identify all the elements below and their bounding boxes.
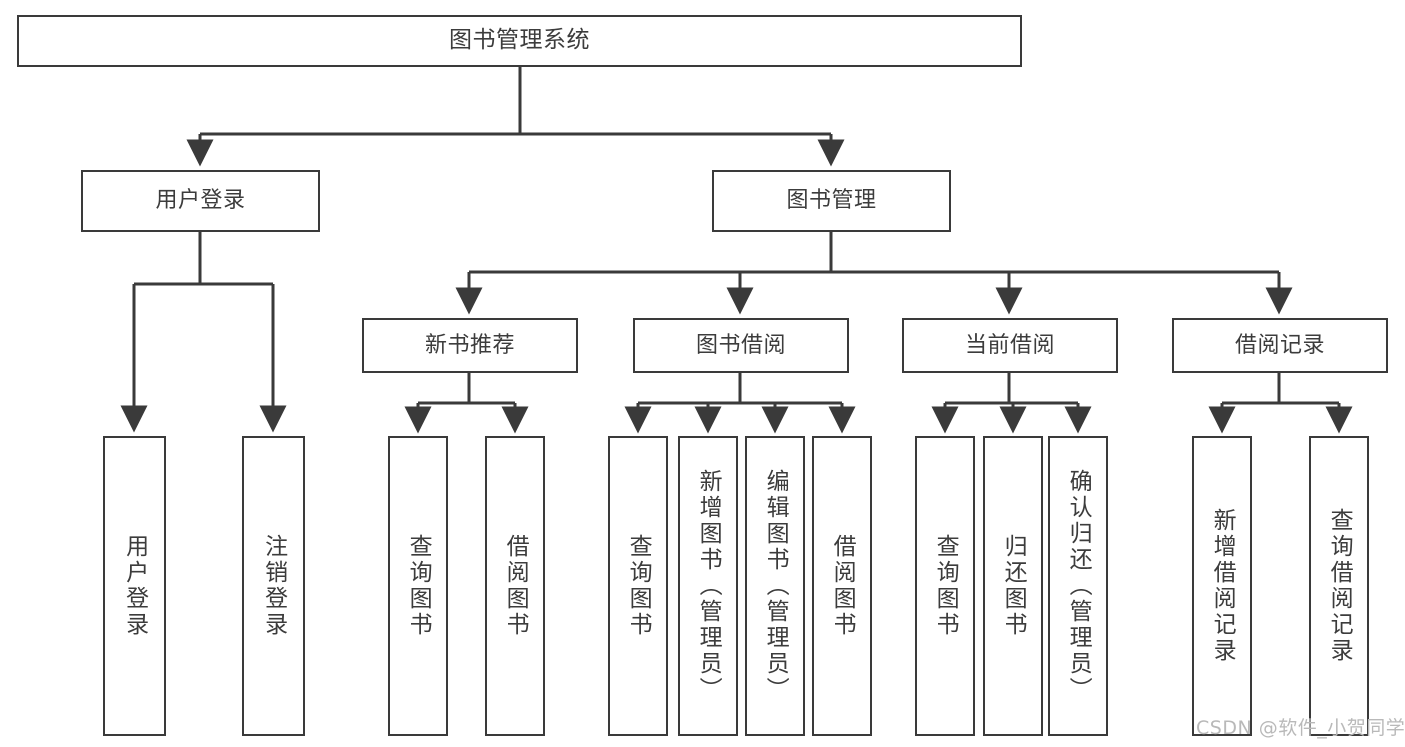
node-borrow-record[interactable]: 借阅记录: [1172, 318, 1388, 373]
node-leaf-confirm-return[interactable]: 确认归还（管理员）: [1048, 436, 1108, 736]
node-current-borrow-label: 当前借阅: [964, 332, 1055, 358]
node-leaf-add-record-label: 新增借阅记录: [1209, 508, 1236, 664]
node-new-book-recommend-label: 新书推荐: [424, 332, 515, 358]
node-leaf-query-record[interactable]: 查询借阅记录: [1309, 436, 1369, 736]
node-leaf-borrow-book-2-label: 借阅图书: [829, 534, 856, 638]
node-root-label: 图书管理系统: [449, 27, 590, 54]
node-leaf-return-book[interactable]: 归还图书: [983, 436, 1043, 736]
node-leaf-query-book-3-label: 查询图书: [932, 534, 959, 638]
node-leaf-add-record[interactable]: 新增借阅记录: [1192, 436, 1252, 736]
node-root[interactable]: 图书管理系统: [17, 15, 1022, 67]
node-new-book-recommend[interactable]: 新书推荐: [362, 318, 578, 373]
node-leaf-logout[interactable]: 注销登录: [242, 436, 305, 736]
node-leaf-query-book-2[interactable]: 查询图书: [608, 436, 668, 736]
node-leaf-confirm-return-label: 确认归还（管理员）: [1065, 469, 1092, 703]
node-leaf-borrow-book-1-label: 借阅图书: [502, 534, 529, 638]
node-leaf-query-book-1[interactable]: 查询图书: [388, 436, 448, 736]
node-leaf-user-login-label: 用户登录: [121, 534, 148, 638]
node-leaf-query-book-1-label: 查询图书: [405, 534, 432, 638]
node-book-management-label: 图书管理: [786, 188, 877, 214]
node-book-borrow-label: 图书借阅: [695, 332, 786, 358]
node-leaf-query-record-label: 查询借阅记录: [1326, 508, 1353, 664]
node-leaf-add-book[interactable]: 新增图书（管理员）: [678, 436, 738, 736]
node-leaf-logout-label: 注销登录: [260, 534, 287, 638]
node-leaf-borrow-book-1[interactable]: 借阅图书: [485, 436, 545, 736]
node-book-management[interactable]: 图书管理: [712, 170, 951, 232]
node-leaf-query-book-3[interactable]: 查询图书: [915, 436, 975, 736]
node-leaf-edit-book-label: 编辑图书（管理员）: [762, 469, 789, 703]
node-leaf-borrow-book-2[interactable]: 借阅图书: [812, 436, 872, 736]
watermark-text: CSDN @软件_小贺同学: [1196, 717, 1405, 739]
node-book-borrow[interactable]: 图书借阅: [633, 318, 849, 373]
node-leaf-user-login[interactable]: 用户登录: [103, 436, 166, 736]
node-leaf-return-book-label: 归还图书: [1000, 534, 1027, 638]
node-leaf-add-book-label: 新增图书（管理员）: [695, 469, 722, 703]
node-borrow-record-label: 借阅记录: [1234, 332, 1325, 358]
node-current-borrow[interactable]: 当前借阅: [902, 318, 1118, 373]
node-user-login-label: 用户登录: [155, 188, 246, 214]
node-leaf-query-book-2-label: 查询图书: [625, 534, 652, 638]
node-leaf-edit-book[interactable]: 编辑图书（管理员）: [745, 436, 805, 736]
node-user-login[interactable]: 用户登录: [81, 170, 320, 232]
